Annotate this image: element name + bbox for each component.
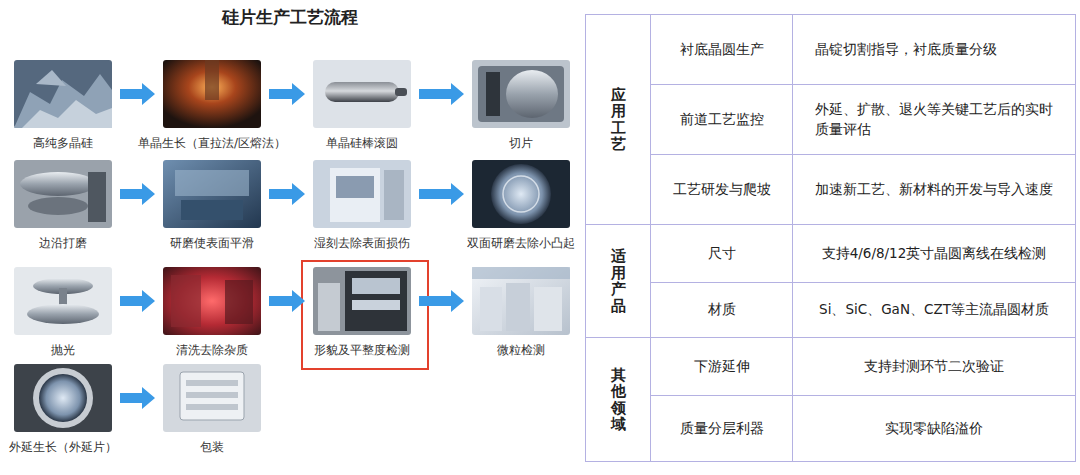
table-text: 材质 [708, 300, 736, 320]
step-caption: 研磨使表面平滑 [170, 235, 254, 252]
process-step: 边沿打磨 [14, 160, 112, 228]
table-cell: 材质 [650, 282, 793, 338]
table-cell: 加速新工艺、新材料的开发与导入速度 [792, 154, 1076, 225]
table-cell: 实现零缺陷溢价 [792, 395, 1076, 462]
table-cell: Si、SiC、GaN、CZT等主流晶圆材质 [792, 282, 1076, 338]
diagram-title: 硅片生产工艺流程 [222, 6, 358, 29]
table-text: Si、SiC、GaN、CZT等主流晶圆材质 [819, 300, 1049, 320]
table-cell: 支持4/6/8/12英寸晶圆离线在线检测 [792, 224, 1076, 283]
process-step: 清洗去除杂质 [163, 267, 261, 335]
step-caption: 切片 [509, 135, 533, 152]
flow-arrow [269, 183, 305, 205]
step-caption: 单晶生长（直拉法/区熔法） [138, 135, 286, 152]
flow-arrow [419, 183, 464, 205]
table-cell: 支持封测环节二次验证 [792, 337, 1076, 396]
step-caption: 形貌及平整度检测 [314, 342, 410, 359]
process-step: 高纯多晶硅 [14, 60, 112, 128]
table-text: 晶锭切割指导，衬底质量分级 [815, 40, 997, 60]
table-text: 质量分层利器 [680, 419, 764, 439]
process-step: 包装 [163, 364, 261, 432]
table-text: 衬底晶圆生产 [680, 40, 764, 60]
step-caption: 包装 [200, 439, 224, 456]
step-caption: 抛光 [51, 342, 75, 359]
table-text: 实现零缺陷溢价 [885, 419, 983, 439]
step-caption: 外延生长（外延片） [9, 439, 117, 456]
table-cell: 质量分层利器 [650, 395, 793, 462]
step-caption: 湿刻去除表面损伤 [314, 235, 410, 252]
table-cell: 衬底晶圆生产 [650, 14, 793, 85]
table-cell: 外延、扩散、退火等关键工艺后的实时质量评估 [792, 84, 1076, 155]
process-step: 湿刻去除表面损伤 [313, 160, 411, 228]
flow-arrow [120, 83, 155, 105]
table-cell: 适用产品 [585, 224, 651, 338]
process-step: 抛光 [14, 267, 112, 335]
flow-arrow [269, 83, 305, 105]
step-caption: 双面研磨去除小凸起 [467, 235, 575, 252]
flow-arrow [419, 83, 464, 105]
table-text: 加速新工艺、新材料的开发与导入速度 [815, 180, 1053, 200]
group-header: 其他领域 [611, 367, 626, 433]
table-cell: 前道工艺监控 [650, 84, 793, 155]
table-cell: 尺寸 [650, 224, 793, 283]
highlight-frame [302, 261, 428, 369]
flow-arrow [120, 387, 155, 409]
table-cell: 晶锭切割指导，衬底质量分级 [792, 14, 1076, 85]
flow-arrow [419, 290, 464, 312]
process-step: 形貌及平整度检测 [313, 267, 411, 335]
process-step: 外延生长（外延片） [14, 364, 112, 432]
table-text: 支持4/6/8/12英寸晶圆离线在线检测 [822, 244, 1047, 264]
table-text: 工艺研发与爬坡 [673, 180, 771, 200]
process-step: 切片 [472, 60, 570, 128]
process-step: 微粒检测 [472, 267, 570, 335]
process-step: 双面研磨去除小凸起 [472, 160, 570, 228]
flow-arrow [269, 290, 305, 312]
table-text: 前道工艺监控 [680, 110, 764, 130]
table-text: 下游延伸 [694, 357, 750, 377]
step-caption: 边沿打磨 [39, 235, 87, 252]
table-cell: 下游延伸 [650, 337, 793, 396]
group-header: 应用工艺 [611, 87, 626, 153]
table-cell: 其他领域 [585, 337, 651, 462]
process-step: 研磨使表面平滑 [163, 160, 261, 228]
group-header: 适用产品 [611, 248, 626, 314]
table-cell: 工艺研发与爬坡 [650, 154, 793, 225]
flow-arrow [120, 290, 155, 312]
process-step: 单晶生长（直拉法/区熔法） [163, 60, 261, 128]
table-text: 支持封测环节二次验证 [864, 357, 1004, 377]
flow-arrow [120, 183, 155, 205]
step-caption: 微粒检测 [497, 342, 545, 359]
table-text: 外延、扩散、退火等关键工艺后的实时质量评估 [815, 100, 1061, 139]
step-caption: 高纯多晶硅 [33, 135, 93, 152]
step-caption: 单晶硅棒滚圆 [326, 135, 398, 152]
table-text: 尺寸 [708, 244, 736, 264]
process-step: 单晶硅棒滚圆 [313, 60, 411, 128]
table-cell: 应用工艺 [585, 14, 651, 225]
step-caption: 清洗去除杂质 [176, 342, 248, 359]
